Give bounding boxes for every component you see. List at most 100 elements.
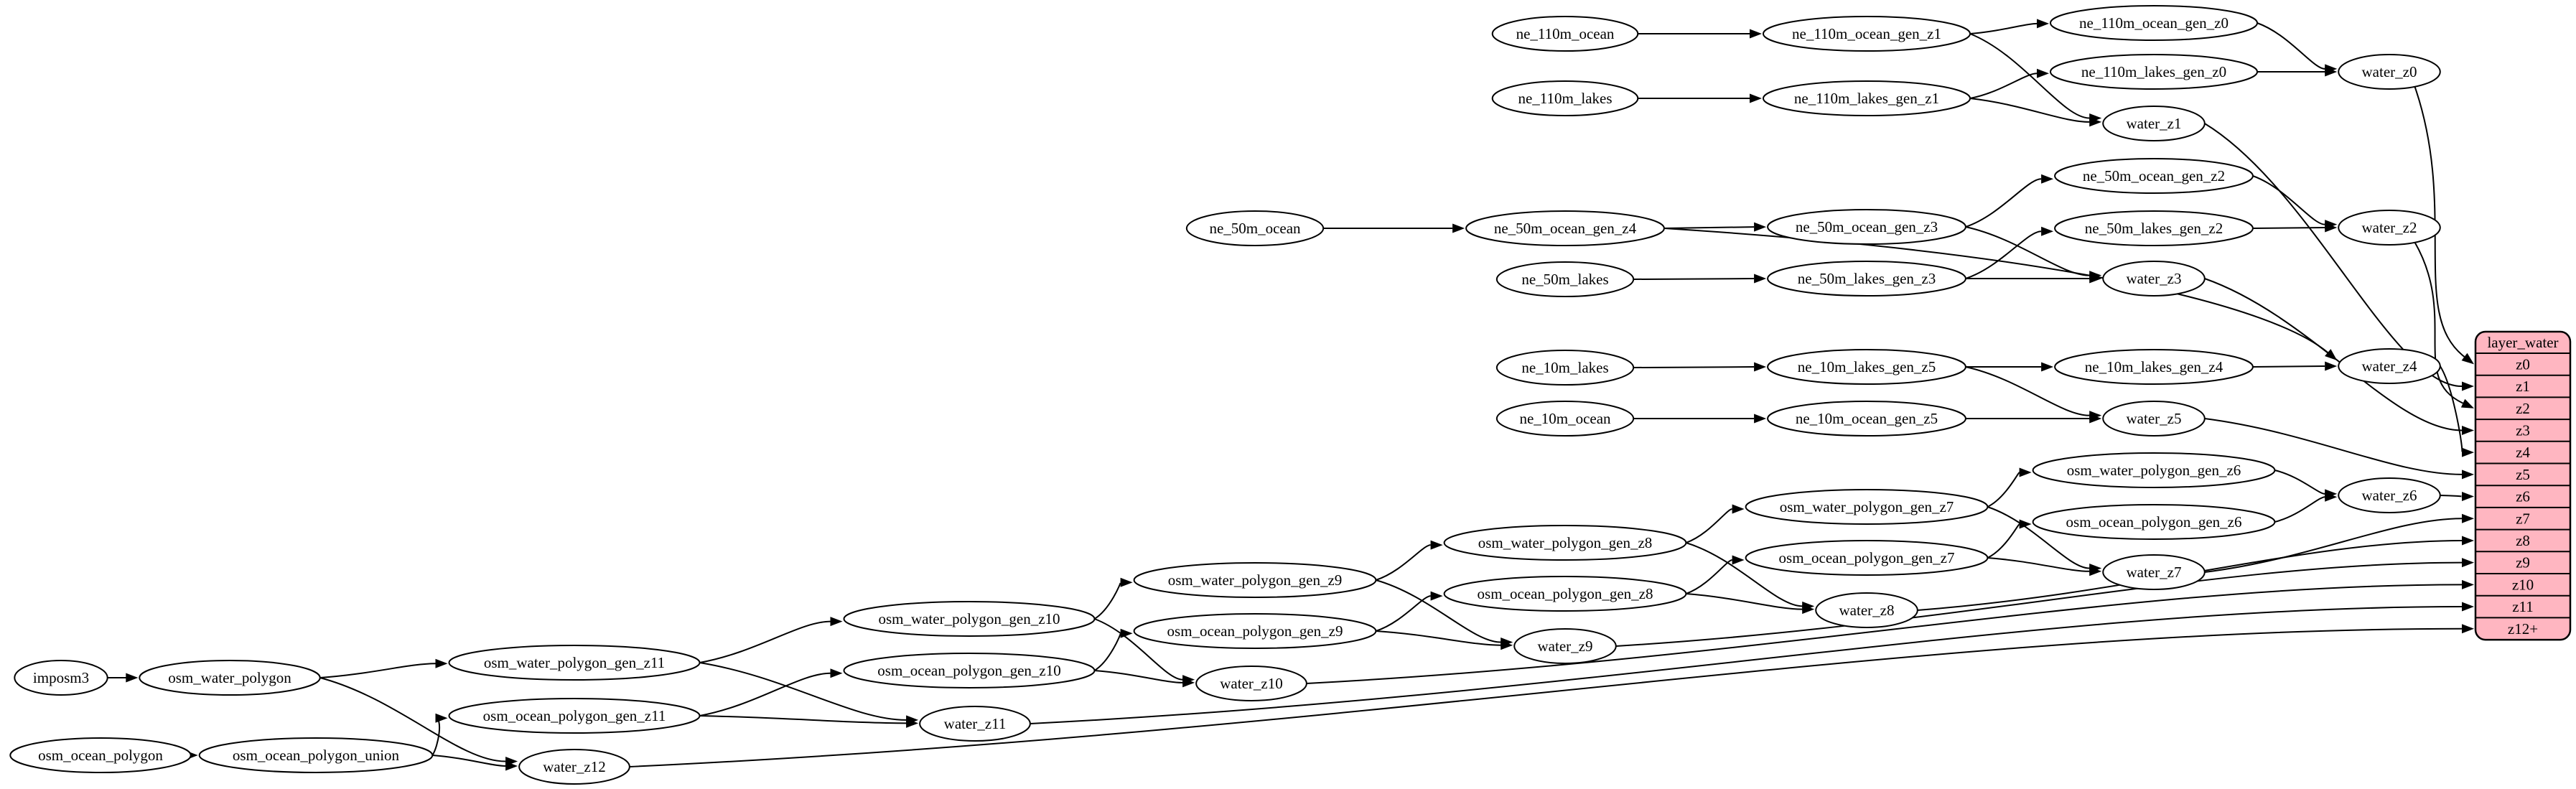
node-osm_water_polygon: osm_water_polygon [139,660,321,696]
node-ellipse [518,749,630,785]
edge-osm_water_polygon-to-osm_water_polygon_gen_z11 [319,663,436,678]
node-ne_10m_ocean_gen_z5: ne_10m_ocean_gen_z5 [1767,401,1966,436]
arrowhead-icon [126,673,139,683]
node-ne_10m_lakes: ne_10m_lakes [1495,350,1635,386]
node-osm_water_polygon_gen_z8: osm_water_polygon_gen_z8 [1443,525,1687,561]
node-label: osm_water_polygon_gen_z6 [2067,462,2241,479]
node-label: ne_10m_ocean_gen_z5 [1796,410,1938,427]
arrowhead-icon [2037,19,2049,29]
edge-osm_ocean_polygon_gen_z7-to-water_z7 [1987,557,2090,572]
node-ne_110m_ocean_gen_z0: ne_110m_ocean_gen_z0 [2050,5,2258,41]
node-ellipse [14,660,108,696]
edge-water_z1-to-z1 [2204,123,2463,388]
arrowhead-icon [2325,223,2338,233]
node-label: ne_50m_ocean [1209,220,1301,237]
arrowhead-icon [2325,492,2338,502]
edge-osm_water_polygon_gen_z10-to-osm_water_polygon_gen_z9 [1093,582,1121,620]
arrowhead-icon [2325,361,2338,371]
arrowhead-icon [2041,362,2054,372]
node-water_z2: water_z2 [2338,210,2441,246]
edge-ne_110m_ocean_gen_z0-to-water_z0 [2257,22,2325,70]
node-ellipse [843,601,1096,637]
edge-ne_50m_ocean_gen_z4-to-ne_50m_ocean_gen_z3 [1663,226,1755,229]
node-ellipse [1767,261,1966,297]
edge-osm_water_polygon_gen_z9-to-water_z9 [1376,579,1501,643]
edge-osm_ocean_polygon_gen_z6-to-water_z6 [2274,496,2325,523]
node-label: osm_ocean_polygon_gen_z9 [1167,622,1343,640]
arrowhead-icon [1452,223,1465,233]
node-label: ne_50m_ocean_gen_z3 [1796,218,1938,235]
arrowhead-icon [1802,604,1815,615]
node-ellipse [2102,554,2206,590]
arrowhead-icon [2325,67,2338,77]
node-ellipse [2338,54,2441,90]
node-ne_110m_lakes: ne_110m_lakes [1491,80,1639,116]
node-label: water_z10 [1220,675,1282,692]
table-row-z2: z2 [2516,400,2530,417]
node-ellipse [1815,592,1918,628]
node-ellipse [1767,401,1966,436]
node-osm_ocean_polygon_gen_z11: osm_ocean_polygon_gen_z11 [448,698,701,734]
table-row-z11: z11 [2512,598,2534,615]
node-label: ne_110m_lakes_gen_z1 [1794,90,1939,107]
edge-osm_water_polygon_gen_z8-to-osm_water_polygon_gen_z7 [1686,508,1732,543]
edge-osm_ocean_polygon_union-to-osm_ocean_polygon_gen_z11 [431,717,441,756]
edge-osm_ocean_polygon_gen_z8-to-osm_ocean_polygon_gen_z7 [1686,559,1732,594]
node-ne_50m_ocean_gen_z3: ne_50m_ocean_gen_z3 [1767,209,1966,245]
arrowhead-icon [435,658,448,668]
edge-water_z4-to-z4 [2439,365,2463,454]
node-water_z8: water_z8 [1815,592,1918,628]
node-ellipse [1745,489,1989,525]
node-ne_50m_lakes_gen_z2: ne_50m_lakes_gen_z2 [2054,210,2254,246]
edge-water_z8-to-z8 [1917,539,2463,611]
edge-ne_50m_ocean_gen_z3-to-water_z3 [1965,226,2090,276]
node-water_z10: water_z10 [1195,666,1307,701]
arrowhead-icon [1732,504,1745,514]
node-ellipse [1495,261,1635,297]
node-ellipse [919,706,1031,742]
node-label: water_z9 [1538,638,1593,655]
node-water_z12: water_z12 [518,749,630,785]
node-ne_50m_lakes_gen_z3: ne_50m_lakes_gen_z3 [1767,261,1966,297]
node-imposm3: imposm3 [14,660,108,696]
node-label: ne_110m_lakes_gen_z0 [2081,63,2226,80]
node-ellipse [2102,261,2206,297]
node-ellipse [1767,349,1966,385]
node-label: osm_water_polygon_gen_z10 [878,610,1060,627]
edge-osm_ocean_polygon_gen_z11-to-osm_ocean_polygon_gen_z10 [699,672,831,716]
table-row-z5: z5 [2516,466,2530,483]
node-ne_10m_lakes_gen_z5: ne_10m_lakes_gen_z5 [1767,349,1966,385]
node-ellipse [448,698,701,734]
arrowhead-icon [1430,591,1443,601]
table-layer-water: layer_waterz0z1z2z3z4z5z6z7z8z9z10z11z12… [2474,330,2572,641]
arrowhead-icon [830,668,843,678]
node-osm_ocean_polygon_gen_z8: osm_ocean_polygon_gen_z8 [1443,576,1687,612]
node-ellipse [1513,628,1617,664]
arrowhead-icon [1120,628,1133,638]
node-ne_110m_lakes_gen_z1: ne_110m_lakes_gen_z1 [1763,80,1971,116]
table-row-z6: z6 [2516,488,2530,505]
arrowhead-icon [1120,577,1133,587]
node-ne_10m_lakes_gen_z4: ne_10m_lakes_gen_z4 [2054,349,2254,385]
node-label: osm_water_polygon_gen_z8 [1478,534,1653,551]
node-ellipse [1495,350,1635,386]
node-ellipse [9,737,192,773]
edge-ne_50m_ocean_gen_z3-to-ne_50m_ocean_gen_z2 [1965,178,2042,228]
node-ellipse [1443,576,1687,612]
node-ne_50m_ocean: ne_50m_ocean [1185,210,1325,246]
node-label: ne_50m_lakes_gen_z3 [1798,270,1936,287]
arrowhead-icon [1754,414,1767,424]
edge-osm_water_polygon_gen_z11-to-water_z11 [699,662,907,721]
node-osm_water_polygon_gen_z7: osm_water_polygon_gen_z7 [1745,489,1989,525]
edge-ne_110m_ocean_gen_z1-to-water_z1 [1969,33,2090,119]
node-ellipse [1745,540,1989,576]
arrowhead-icon [906,718,919,728]
node-label: water_z11 [944,715,1007,732]
edge-osm_water_polygon_gen_z9-to-osm_water_polygon_gen_z8 [1376,544,1431,581]
arrowhead-icon [1754,362,1767,372]
node-ellipse [1491,80,1639,116]
node-label: water_z8 [1839,602,1895,619]
node-ellipse [1495,401,1635,436]
edges-layer [107,19,2474,771]
edge-ne_50m_ocean_gen_z2-to-water_z2 [2252,175,2325,225]
